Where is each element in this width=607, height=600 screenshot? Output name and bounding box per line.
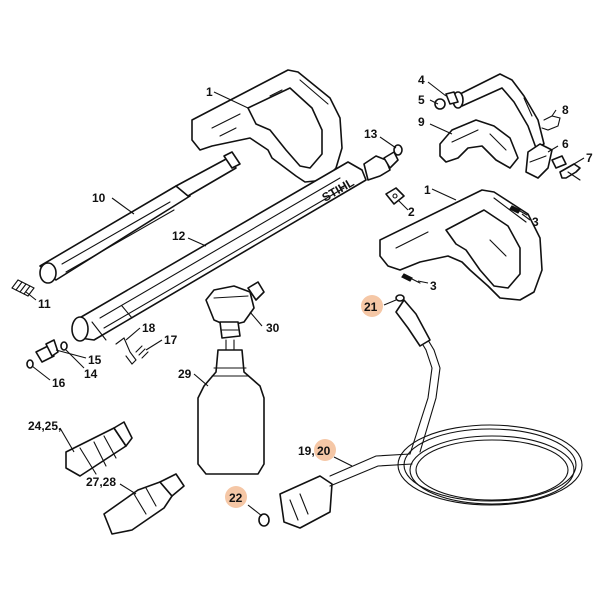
label-part-22: 22 — [229, 491, 243, 505]
highlight-circles — [225, 295, 383, 508]
nozzle-part-27-28 — [103, 473, 185, 535]
label-part-30: 30 — [266, 321, 280, 335]
hose-part — [279, 294, 583, 529]
label-part-5: 5 — [418, 93, 425, 107]
label-part-2: 2 — [408, 205, 415, 219]
o-ring-part-14 — [60, 341, 68, 351]
label-part-27-28: 27,28 — [86, 475, 116, 489]
label-part-9: 9 — [418, 115, 425, 129]
valve-nut-part — [434, 91, 459, 110]
nozzle-fitting-part-15 — [35, 339, 59, 363]
foam-nozzle-part — [205, 281, 265, 339]
label-part-20-highlighted: 20 — [317, 444, 331, 458]
label-part-12: 12 — [172, 229, 186, 243]
label-part-14: 14 — [84, 367, 98, 381]
label-part-10: 10 — [92, 191, 106, 205]
label-part-18: 18 — [142, 321, 156, 335]
o-ring-part-16 — [26, 359, 34, 369]
spring-part-17 — [135, 345, 149, 359]
handle-upper-part — [191, 69, 343, 183]
label-part-7: 7 — [586, 151, 593, 165]
label-part-29: 29 — [178, 367, 192, 381]
highlight-circle-22 — [225, 486, 247, 508]
label-part-4: 4 — [418, 73, 425, 87]
label-part-21: 21 — [364, 300, 378, 314]
label-part-19-20-prefix: 19, — [298, 444, 315, 458]
label-part-16: 16 — [52, 376, 66, 390]
label-part-8: 8 — [562, 103, 569, 117]
spring-clip-part — [541, 115, 561, 131]
spring-part-11 — [11, 279, 35, 297]
label-part-11: 11 — [38, 297, 51, 311]
clip-part-18 — [115, 337, 137, 365]
label-part-1-lower: 1 — [424, 183, 431, 197]
label-part-3-lower: 3 — [430, 279, 437, 293]
label-part-24-25: 24,25, — [28, 419, 61, 433]
lance-tube-part: STIHL — [71, 151, 399, 342]
label-part-13: 13 — [364, 127, 378, 141]
label-part-1-upper: 1 — [206, 85, 213, 99]
highlight-circle-21 — [361, 295, 383, 317]
handle-lower-part — [379, 189, 543, 301]
plate-part — [385, 187, 405, 205]
screw-part-upper — [509, 205, 528, 216]
label-part-15: 15 — [88, 353, 102, 367]
part-labels: 1 1 2 3 3 4 5 6 7 8 9 10 11 12 13 14 15 … — [28, 73, 593, 505]
highlight-circle-20 — [314, 439, 336, 461]
lance-sleeve-part — [39, 151, 241, 284]
leader-lines — [25, 81, 585, 517]
label-part-3-upper: 3 — [532, 215, 539, 229]
label-part-6: 6 — [562, 137, 569, 151]
pin-part — [559, 163, 581, 181]
o-ring-part-22 — [258, 513, 270, 527]
screw-part-lower — [401, 273, 421, 284]
nozzle-part-24-25 — [65, 421, 133, 477]
label-part-17: 17 — [164, 333, 178, 347]
trigger-part — [439, 119, 519, 169]
bottle-part — [197, 339, 265, 475]
valve-part — [525, 143, 567, 179]
